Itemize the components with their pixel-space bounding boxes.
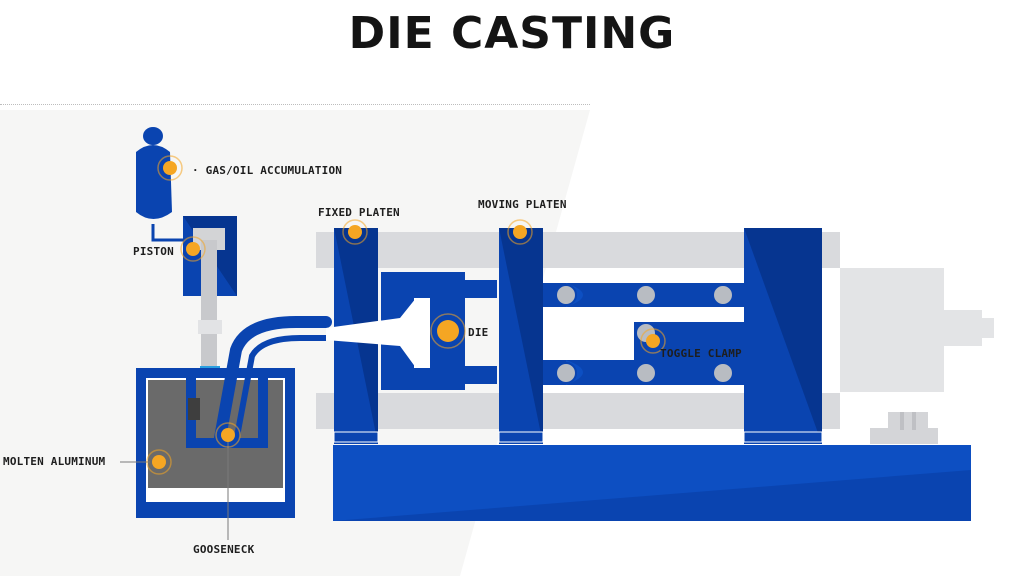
base-shading	[333, 445, 971, 521]
label-piston: PISTON	[133, 245, 174, 258]
label-toggle-clamp: TOGGLE CLAMP	[660, 347, 742, 360]
accumulator	[136, 127, 172, 219]
marker-piston	[186, 242, 200, 256]
marker-moving-platen	[513, 225, 527, 239]
accumulator-line	[151, 224, 190, 242]
label-molten-aluminum: MOLTEN ALUMINUM	[3, 455, 106, 468]
marker-toggle-clamp	[646, 334, 660, 348]
support-stand	[870, 412, 938, 444]
leader-lines	[120, 440, 229, 540]
gooseneck-tube	[214, 316, 332, 444]
label-die: DIE	[468, 326, 489, 339]
page-title: DIE CASTING	[348, 8, 676, 59]
label-moving-platen: MOVING PLATEN	[478, 198, 567, 211]
marker-gas-oil	[163, 161, 177, 175]
marker-molten-aluminum	[152, 455, 166, 469]
marker-fixed-platen	[348, 225, 362, 239]
label-fixed-platen: FIXED PLATEN	[318, 206, 400, 219]
markers	[152, 161, 660, 469]
marker-gooseneck	[221, 428, 235, 442]
divider	[0, 104, 590, 105]
nozzle	[326, 298, 430, 368]
hydraulic-cylinder	[840, 268, 994, 392]
marker-die	[437, 320, 459, 342]
label-gooseneck: GOOSENECK	[193, 543, 255, 556]
label-gas-oil-accumulation: · GAS/OIL ACCUMULATION	[192, 164, 343, 177]
furnace	[136, 368, 295, 518]
